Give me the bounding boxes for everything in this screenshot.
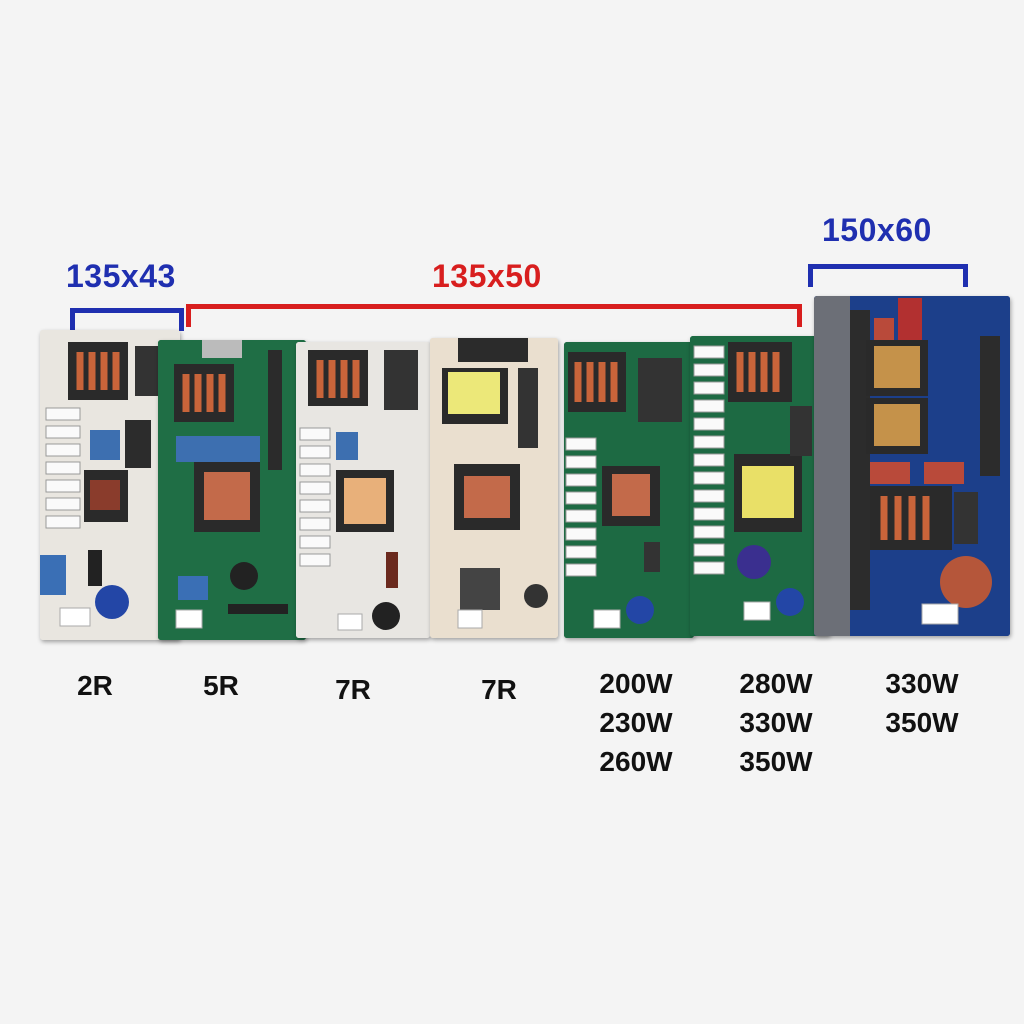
caption-line: 230W bbox=[599, 707, 673, 738]
circuit-board-image bbox=[296, 342, 430, 638]
caption-line: 350W bbox=[739, 746, 813, 777]
caption-board-200w: 200W 230W 260W bbox=[576, 664, 696, 781]
dimension-bracket-large bbox=[808, 264, 968, 287]
circuit-board-image bbox=[40, 330, 180, 640]
circuit-board-image bbox=[690, 336, 830, 636]
caption-board-280w: 280W 330W 350W bbox=[716, 664, 836, 781]
caption-line: 280W bbox=[739, 668, 813, 699]
ballast-board-280w bbox=[690, 336, 830, 636]
caption-board-330w: 330W 350W bbox=[862, 664, 982, 742]
caption-board-7r-cream: 7R bbox=[454, 670, 544, 709]
ballast-board-2r bbox=[40, 330, 180, 640]
dimension-bracket-small bbox=[70, 308, 184, 331]
caption-board-7r-white: 7R bbox=[308, 670, 398, 709]
ballast-board-200w bbox=[564, 342, 694, 638]
ballast-board-5r bbox=[158, 340, 306, 640]
caption-line: 330W bbox=[885, 668, 959, 699]
ballast-board-330w bbox=[814, 296, 1010, 636]
caption-line: 2R bbox=[77, 670, 113, 701]
dimension-label-large: 150x60 bbox=[822, 212, 932, 248]
ballast-board-7r-white bbox=[296, 342, 430, 638]
caption-line: 200W bbox=[599, 668, 673, 699]
circuit-board-image bbox=[430, 338, 558, 638]
dimension-label-medium: 135x50 bbox=[432, 258, 542, 294]
dimension-bracket-medium bbox=[186, 304, 802, 327]
caption-line: 5R bbox=[203, 670, 239, 701]
caption-board-2r: 2R bbox=[50, 666, 140, 705]
caption-line: 330W bbox=[739, 707, 813, 738]
ballast-board-7r-cream bbox=[430, 338, 558, 638]
caption-line: 7R bbox=[335, 674, 371, 705]
circuit-board-image bbox=[158, 340, 306, 640]
circuit-board-image bbox=[564, 342, 694, 638]
caption-line: 350W bbox=[885, 707, 959, 738]
circuit-board-image bbox=[814, 296, 1010, 636]
caption-line: 260W bbox=[599, 746, 673, 777]
caption-board-5r: 5R bbox=[176, 666, 266, 705]
dimension-label-small: 135x43 bbox=[66, 258, 176, 294]
caption-line: 7R bbox=[481, 674, 517, 705]
